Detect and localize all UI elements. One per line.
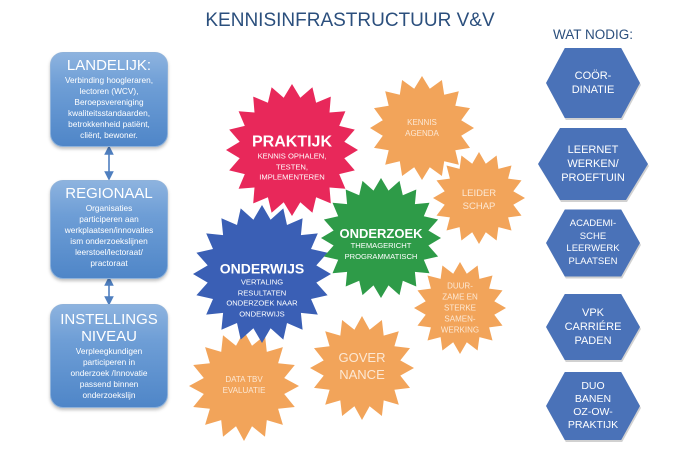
level-regionaal: REGIONAAL Organisaties participeren aan … xyxy=(50,180,168,279)
pillar-line: RESULTATEN xyxy=(237,288,287,297)
need-line: SCHE xyxy=(579,230,607,242)
theme-data-evaluatie-label: DATA TBV EVALUATIE xyxy=(223,374,266,396)
starburst-praktijk xyxy=(226,84,358,216)
theme-kennis-agenda-label: KENNIS AGENDA xyxy=(405,117,439,139)
hexagon-academische-leerwerkplaatsen xyxy=(546,209,640,277)
level-line: participeren aan xyxy=(79,214,139,224)
level-line: werkplaatsen/innovaties xyxy=(64,225,154,235)
need-line: OZ-OW- xyxy=(573,406,613,418)
level-line: cliënt, bewoner. xyxy=(80,130,138,140)
theme-line: STERKE xyxy=(443,303,477,313)
need-line: COÖR- xyxy=(574,70,612,82)
level-body: Verbinding hoogleraren, lectoren (WCV), … xyxy=(51,75,167,141)
level-line: kwaliteitsstandaarden, xyxy=(67,108,151,118)
starburst-kennis-agenda xyxy=(370,76,474,180)
level-body: Verpleegkundigen participeren in onderzo… xyxy=(51,346,167,401)
theme-line: KENNIS xyxy=(407,118,437,127)
theme-line: LEIDER xyxy=(461,188,497,199)
level-line: onderzoekslijn xyxy=(82,390,136,400)
need-line: VPK xyxy=(581,307,604,319)
theme-line: SCHAP xyxy=(462,201,496,212)
starburst-onderzoek xyxy=(321,178,441,298)
wat-nodig-title: WAT NODIG: xyxy=(553,27,633,42)
pillar-line: THEMAGERICHT xyxy=(350,241,412,250)
level-body: Organisaties participeren aan werkplaats… xyxy=(51,203,167,269)
need-line: WERKEN/ xyxy=(567,158,619,170)
theme-line: NANCE xyxy=(339,367,385,382)
level-heading: LANDELIJK: xyxy=(66,57,152,74)
theme-line: ZAME EN xyxy=(442,292,478,302)
pillar-line: ONDERZOEK NAAR xyxy=(226,298,298,308)
level-line: Verpleegkundigen xyxy=(75,346,143,356)
hexagon-leernet xyxy=(538,128,648,200)
need-line: LEERNET xyxy=(567,144,619,156)
pillar-line: IMPLEMENTEREN xyxy=(259,172,325,182)
pillar-praktijk-label: PRAKTIJK KENNIS OPHALEN, TESTEN, IMPLEME… xyxy=(252,133,332,183)
theme-line: AGENDA xyxy=(405,129,439,138)
theme-governance-label: GOVER NANCE xyxy=(339,349,386,383)
starburst-duurzame-samenwerking xyxy=(414,262,506,354)
theme-line: DUUR- xyxy=(447,281,473,291)
level-line: leerstoel/lectoraat/ xyxy=(75,247,143,257)
theme-line: DATA TBV xyxy=(225,375,263,384)
level-line: Organisaties xyxy=(85,203,133,213)
pillar-heading: ONDERZOEK xyxy=(339,226,423,241)
need-leernet-label: LEERNET WERKEN/ PROEFTUIN xyxy=(561,143,625,185)
need-line: DUO xyxy=(581,380,605,392)
theme-line: EVALUATIE xyxy=(222,386,266,395)
level-instellingsniveau: INSTELLINGS NIVEAU Verpleegkundigen part… xyxy=(50,304,168,408)
level-line: lectoren (WCV), xyxy=(79,86,139,96)
need-line: PLAATSEN xyxy=(568,255,618,267)
pillar-line: PROGRAMMATISCH xyxy=(344,251,418,261)
need-duobanen-label: DUO BANEN OZ-OW- PRAKTIJK xyxy=(568,380,618,432)
hexagon-duobanen xyxy=(546,372,640,440)
pillar-onderzoek-label: ONDERZOEK THEMAGERICHT PROGRAMMATISCH xyxy=(339,226,422,262)
level-line: participeren in xyxy=(82,357,136,367)
pillar-heading: ONDERWIJS xyxy=(219,260,305,277)
theme-leiderschap-label: LEIDER SCHAP xyxy=(462,187,496,213)
need-vpk-label: VPK CARRIÉRE PADEN xyxy=(565,306,622,348)
hexagon-vpk-carriere xyxy=(546,294,640,360)
page-title: KENNISINFRASTRUCTUUR V&V xyxy=(205,10,495,31)
level-heading-line: INSTELLINGS xyxy=(60,311,158,328)
need-line: PADEN xyxy=(574,335,612,347)
pillar-heading: PRAKTIJK xyxy=(251,133,333,151)
level-line: ism onderzoekslijnen xyxy=(70,236,148,246)
need-line: ACADEMI- xyxy=(569,218,617,229)
starburst-onderwijs xyxy=(193,205,331,343)
pillar-line: VERTALING xyxy=(240,277,284,287)
level-heading: REGIONAAL xyxy=(65,185,153,202)
theme-line: GOVER xyxy=(338,350,386,365)
theme-line: WERKING xyxy=(440,325,480,335)
level-landelijk: LANDELIJK: Verbinding hoogleraren, lecto… xyxy=(50,52,168,147)
need-coordinatie-label: COÖR- DINATIE xyxy=(572,69,615,97)
need-line: DINATIE xyxy=(571,84,615,96)
need-line: PRAKTIJK xyxy=(567,419,619,431)
level-heading: INSTELLINGS NIVEAU xyxy=(51,311,167,345)
need-line: BANEN xyxy=(574,393,612,405)
need-line: CARRIÉRE xyxy=(564,321,622,333)
level-line: passend binnen xyxy=(79,379,139,389)
level-heading-line: NIVEAU xyxy=(81,328,137,345)
level-line: onderzoek /Innovatie xyxy=(70,368,148,378)
level-line: Verbinding hoogleraren, xyxy=(64,75,154,85)
pillar-line: TESTEN, xyxy=(275,161,309,171)
starburst-governance xyxy=(310,316,414,420)
hexagon-coordinatie xyxy=(546,48,640,118)
pillar-onderwijs-label: ONDERWIJS VERTALING RESULTATEN ONDERZOEK… xyxy=(220,261,305,320)
level-line: Beroepsvereniging xyxy=(74,97,144,107)
level-line: practoraat xyxy=(90,258,128,268)
starburst-leiderschap xyxy=(433,152,525,244)
theme-duurzame-samenwerking-label: DUUR- ZAME EN STERKE SAMEN- WERKING xyxy=(441,281,479,336)
theme-line: SAMEN- xyxy=(444,314,476,324)
pillar-line: KENNIS OPHALEN, xyxy=(257,151,327,161)
level-line: betrokkenheid patiënt, xyxy=(68,119,150,129)
starburst-data-evaluatie xyxy=(189,331,299,441)
need-academische-label: ACADEMI- SCHE LEERWERK PLAATSEN xyxy=(566,218,619,268)
need-line: PROEFTUIN xyxy=(561,172,625,184)
need-line: LEERWERK xyxy=(566,243,620,254)
pillar-line: ONDERWIJS xyxy=(239,309,285,318)
